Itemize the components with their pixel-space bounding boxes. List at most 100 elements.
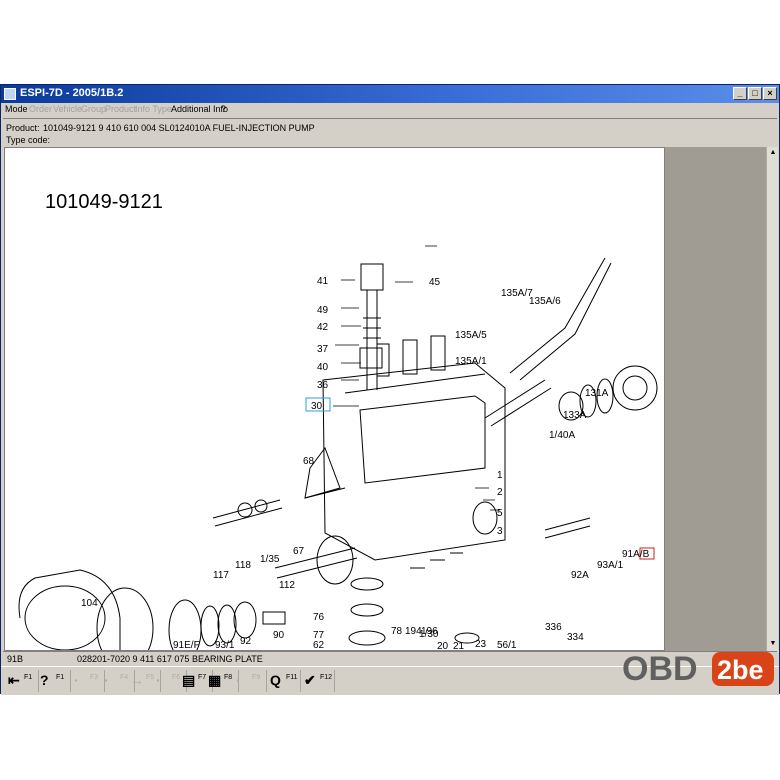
- window-title: ESPI-7D - 2005/1B.2: [20, 87, 124, 99]
- toolbar-button-f6[interactable]: ·F6: [153, 670, 187, 692]
- watermark-part1: OBD: [622, 650, 698, 688]
- toolbar-key-label: F1: [24, 674, 33, 681]
- menu-help[interactable]: ?: [221, 104, 227, 114]
- f6-icon: ·: [156, 672, 161, 688]
- product-info-panel: Product: 101049-9121 9 410 610 004 SL012…: [3, 118, 777, 147]
- f9-icon: ·: [236, 672, 241, 688]
- callout-91e-f: 91E/F: [173, 640, 200, 650]
- toolbar-key-label: F12: [320, 674, 333, 681]
- callout-135a-5: 135A/5: [455, 330, 487, 341]
- toolbar-key-label: F3: [90, 674, 99, 681]
- exploded-diagram-view[interactable]: 101049-9121 41 45 49 42 37 40 36 30 135A…: [4, 147, 665, 651]
- callout-41: 41: [317, 276, 329, 287]
- callout-1-35: 1/35: [260, 554, 280, 565]
- vertical-scrollbar[interactable]: ▲ ▼: [766, 147, 778, 651]
- title-bar[interactable]: ESPI-7D - 2005/1B.2 _ □ ×: [1, 85, 779, 103]
- toolbar-button-exit[interactable]: ⇤ F1: [5, 670, 39, 692]
- watermark-part2: 2be: [717, 655, 764, 685]
- callout-1: 1: [497, 470, 503, 481]
- callout-131a: 131A: [585, 388, 609, 399]
- toolbar-key-label: F7: [198, 674, 207, 681]
- callout-20: 20: [437, 641, 449, 650]
- menu-group[interactable]: Group: [81, 104, 107, 114]
- callout-49: 49: [317, 305, 329, 316]
- callout-135a-7: 135A/7: [501, 288, 533, 299]
- callout-45: 45: [429, 277, 441, 288]
- callout-1-40a: 1/40A: [549, 430, 575, 441]
- callout-91a-b: 91A/B: [622, 549, 650, 560]
- minimize-button[interactable]: _: [733, 87, 747, 100]
- callout-135a-1: 135A/1: [455, 356, 487, 367]
- callout-93a-1: 93A/1: [597, 560, 624, 571]
- toolbar-button-arrow[interactable]: →F5: [127, 670, 161, 692]
- callout-30: 30: [311, 401, 323, 412]
- scroll-up-icon[interactable]: ▲: [769, 149, 777, 156]
- callout-40: 40: [317, 362, 329, 373]
- menu-order[interactable]: Order: [29, 104, 53, 114]
- menu-bar: Mode Order Vehicle Group Product Info Ty…: [1, 103, 779, 117]
- diagram-part-number: 101049-9121: [45, 191, 163, 213]
- callout-336: 336: [545, 622, 562, 633]
- menu-product[interactable]: Product: [105, 104, 137, 114]
- product-label: Product:: [6, 123, 40, 133]
- callout-36: 36: [317, 380, 329, 391]
- callout-118: 118: [235, 560, 251, 571]
- status-bar: 91B 028201-7020 9 411 617 075 BEARING PL…: [3, 651, 777, 666]
- maximize-button[interactable]: □: [748, 87, 762, 100]
- menu-additional-info[interactable]: Additional Info: [171, 104, 229, 114]
- callout-77: 77: [313, 630, 325, 641]
- print-icon: ▤: [182, 672, 196, 688]
- side-panel: [665, 147, 766, 651]
- toolbar-button-f4[interactable]: · F4: [101, 670, 135, 692]
- menu-info-type[interactable]: Info Type: [135, 104, 172, 114]
- callout-1-30: 1/30: [419, 629, 439, 640]
- app-icon: [4, 88, 16, 100]
- toolbar-key-label: F9: [252, 674, 261, 681]
- callout-76: 76: [313, 612, 325, 623]
- help-icon: ?: [40, 672, 49, 688]
- callout-194: 194: [405, 626, 422, 637]
- toolbar-button-print-cancel[interactable]: ▦F8: [205, 670, 239, 692]
- application-window: ESPI-7D - 2005/1B.2 _ □ × Mode Order Veh…: [0, 84, 780, 695]
- status-part: 028201-7020 9 411 617 075 BEARING PLATE: [77, 654, 263, 664]
- callout-68: 68: [303, 456, 315, 467]
- print-cancel-icon: ▦: [208, 672, 222, 688]
- toolbar-button-f3[interactable]: · F3: [71, 670, 105, 692]
- callout-104: 104: [81, 598, 98, 609]
- obd2be-watermark: OBD 2be: [620, 646, 778, 690]
- exit-icon: ⇤: [8, 672, 20, 688]
- callout-117: 117: [213, 570, 229, 581]
- selected-callout-box-30: [305, 397, 331, 412]
- status-ref: 91B: [7, 654, 24, 664]
- callout-135a-6: 135A/6: [529, 296, 561, 307]
- callout-42: 42: [317, 322, 329, 333]
- toolbar-key-label: F8: [224, 674, 233, 681]
- callout-112: 112: [279, 580, 295, 591]
- toolbar-button-help[interactable]: ?F1: [37, 670, 71, 692]
- scroll-down-icon[interactable]: ▼: [769, 640, 777, 647]
- menu-vehicle[interactable]: Vehicle: [53, 104, 83, 114]
- callout-67: 67: [293, 546, 305, 557]
- toolbar-button-check[interactable]: ✔ F12: [301, 670, 335, 692]
- callout-196: 196: [421, 626, 438, 637]
- callout-21: 21: [453, 641, 465, 650]
- f3-icon: ·: [74, 672, 79, 688]
- check-icon: ✔: [304, 672, 316, 688]
- callout-92: 92: [240, 636, 252, 647]
- callout-78: 78: [391, 626, 403, 637]
- product-value: 101049-9121 9 410 610 004 SL0124010A FUE…: [43, 123, 315, 133]
- toolbar-key-label: F11: [286, 674, 298, 681]
- toolbar-button-f9[interactable]: · F9: [233, 670, 267, 692]
- f4-icon: ·: [104, 672, 109, 688]
- callout-93-1: 93/1: [215, 640, 235, 650]
- callout-2: 2: [497, 487, 503, 498]
- close-button[interactable]: ×: [763, 87, 777, 100]
- callout-133a: 133A: [563, 410, 587, 421]
- menu-mode[interactable]: Mode: [5, 104, 28, 114]
- toolbar-key-label: F5: [146, 674, 155, 681]
- toolbar-button-print[interactable]: ▤F7: [179, 670, 213, 692]
- callout-5: 5: [497, 508, 503, 519]
- toolbar-key-label: F4: [120, 674, 129, 681]
